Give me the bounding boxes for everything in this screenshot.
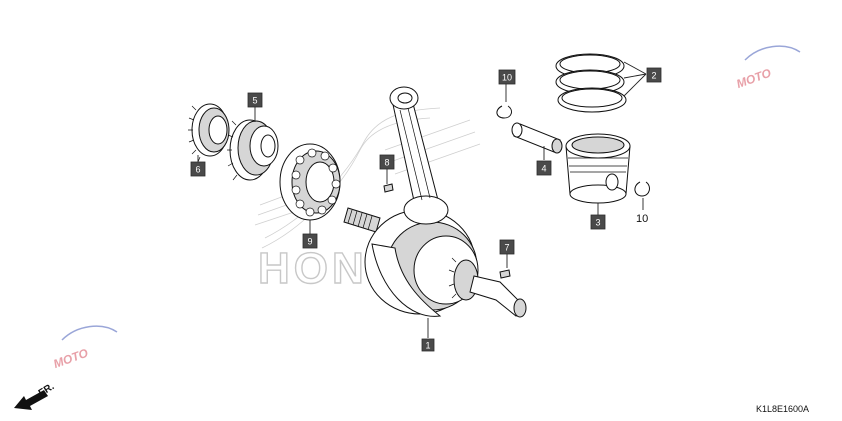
callout-9-label: 9 [307, 237, 312, 247]
callout-6: 6 [190, 161, 206, 177]
callout-4-label: 4 [541, 164, 546, 174]
crankshaft-part [343, 86, 527, 318]
site-watermark-top-text: MOTO [734, 65, 773, 91]
site-watermark-bottom-text: MOTO [51, 345, 90, 371]
gear-small-part [188, 103, 230, 163]
callout-1-label: 1 [425, 341, 430, 351]
gear-large-part [227, 119, 279, 181]
callout-8: 8 [379, 154, 395, 170]
callout-9: 9 [302, 233, 318, 249]
crank-key-part [499, 269, 511, 279]
front-direction-indicator: FR. [14, 381, 56, 410]
piston-ring-set-part [555, 53, 627, 113]
woodruff-key-part [383, 183, 394, 193]
piston-part [565, 133, 631, 204]
callout-3-label: 3 [595, 218, 600, 228]
callout-5: 5 [247, 92, 263, 108]
callout-1: 1 [421, 338, 435, 352]
callout-2-label: 2 [651, 71, 656, 81]
site-watermark-top: MOTO [734, 45, 801, 91]
callout-2: 2 [646, 67, 662, 83]
circlip-right-part [634, 181, 650, 197]
front-arrow-icon [14, 390, 48, 410]
callout-7-label: 7 [504, 243, 509, 253]
drawing-code: K1L8E1600A [756, 404, 809, 414]
callout-10: 10 [498, 69, 516, 85]
site-watermark-bottom: MOTO [51, 325, 118, 371]
leader-lines [197, 61, 647, 338]
callout-10-plain-label: 10 [636, 213, 648, 225]
callout-7: 7 [499, 239, 515, 255]
circlip-left-part [496, 105, 512, 119]
callout-3: 3 [590, 214, 606, 230]
piston-pin-part [511, 122, 563, 154]
callout-8-label: 8 [384, 158, 389, 168]
callout-10-label: 10 [502, 73, 512, 83]
callout-6-label: 6 [195, 165, 200, 175]
ball-bearing-part [279, 143, 341, 221]
callout-5-label: 5 [252, 96, 257, 106]
callout-4: 4 [536, 160, 552, 176]
